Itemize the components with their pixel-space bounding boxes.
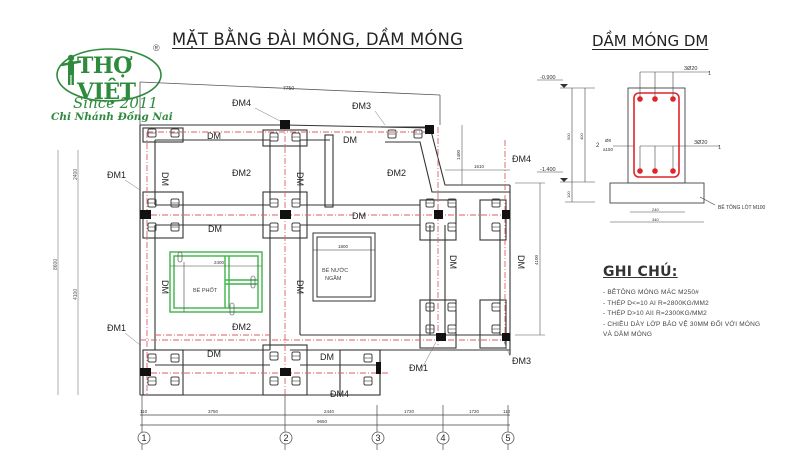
svg-text:1800: 1800 — [338, 244, 349, 249]
svg-text:NGẦM: NGẦM — [325, 275, 342, 282]
registered-mark: ® — [153, 43, 160, 53]
svg-text:340: 340 — [652, 217, 659, 222]
svg-text:500: 500 — [566, 133, 571, 140]
beam-label-dm4-top: ĐM4 — [232, 98, 251, 108]
axis-2: 2 — [283, 433, 288, 443]
brand-name: THỢ VIỆT — [77, 53, 136, 105]
svg-text:110: 110 — [140, 409, 148, 414]
svg-text:110: 110 — [503, 409, 511, 414]
columns — [140, 120, 510, 376]
svg-text:DM: DM — [352, 211, 366, 221]
notes-block: GHI CHÚ: - BÊTÔNG MÓNG MÁC M250# - THÉP … — [603, 264, 800, 341]
note-item: VÀ DẦM MÓNG — [603, 331, 653, 339]
svg-text:DM: DM — [207, 131, 221, 141]
svg-text:2400: 2400 — [214, 260, 225, 265]
svg-text:DM: DM — [448, 255, 458, 269]
brand-logo: ® THỢ VIỆT Since 2011 Chi Nhánh Đồng Nai — [51, 43, 173, 135]
note-item: - CHIỀU DÀY LỚP BẢO VỆ 30MM ĐỐI VỚI MÓNG — [603, 320, 761, 328]
axis-1: 1 — [141, 433, 146, 443]
svg-text:DM: DM — [516, 255, 526, 269]
elevation-top: -0.900 — [540, 75, 556, 81]
svg-text:DM: DM — [207, 349, 221, 359]
stirrup-size: Ø8 — [605, 138, 612, 143]
beam-label-dm1-left-lower: ĐM1 — [107, 323, 126, 333]
svg-text:DM: DM — [343, 135, 357, 145]
svg-text:DM: DM — [208, 224, 222, 234]
svg-text:DM: DM — [160, 172, 170, 186]
svg-text:100: 100 — [566, 191, 571, 198]
beam-label-dm4-bottom: ĐM4 — [330, 389, 349, 399]
plan-title: MẶT BẰNG ĐÀI MÓNG, DẦM MÓNG — [172, 30, 464, 50]
axis-4: 4 — [440, 433, 445, 443]
svg-text:2440: 2440 — [324, 409, 335, 414]
section-title: DẦM MÓNG DM — [592, 32, 709, 50]
axis-3: 3 — [375, 433, 380, 443]
beam-label-dm4-right: ĐM4 — [512, 154, 531, 164]
svg-text:1: 1 — [718, 145, 721, 151]
water-tank — [312, 232, 376, 302]
elevation-bottom: -1.400 — [540, 167, 556, 173]
left-dimension-lines — [57, 150, 79, 395]
beam-label-dm2-mid: ĐM2 — [387, 168, 406, 178]
brand-since: Since 2011 — [73, 94, 158, 112]
beam-label-dm3-bottom: ĐM3 — [512, 356, 531, 366]
piles — [147, 128, 501, 386]
water-tank-label: BỂ NƯỚC — [322, 267, 348, 274]
axis-centerlines — [140, 125, 510, 395]
beam-labels: ĐM4 ĐM3 ĐM1 ĐM1 ĐM2 ĐM2 ĐM2 ĐM4 ĐM1 ĐM3 … — [107, 98, 531, 399]
svg-text:DM: DM — [160, 280, 170, 294]
svg-text:1610: 1610 — [474, 164, 485, 169]
beam-section: -0.900 -1.400 500 400 100 — [537, 66, 766, 223]
svg-text:3750: 3750 — [208, 409, 219, 414]
svg-text:1: 1 — [708, 71, 711, 77]
notes-heading: GHI CHÚ: — [603, 264, 678, 280]
brand-branch: Chi Nhánh Đồng Nai — [51, 111, 173, 123]
top-rebar-label: 3Ø20 — [684, 66, 697, 72]
top-dimension-text: 7750 — [283, 86, 294, 92]
svg-text:1720: 1720 — [404, 409, 415, 414]
beam-label-dm2-lower: ĐM2 — [232, 322, 251, 332]
lean-concrete-label: BÊ TÔNG LÓT M100 — [718, 203, 766, 211]
svg-text:8600: 8600 — [53, 259, 59, 270]
worker-figure-icon — [60, 54, 82, 85]
top-dimension-line — [139, 81, 441, 125]
svg-text:1400: 1400 — [456, 149, 461, 160]
svg-text:4100: 4100 — [73, 289, 79, 300]
beam-label-dm1-bottom: ĐM1 — [409, 363, 428, 373]
bottom-rebar-label: 3Ø20 — [694, 140, 707, 146]
svg-text:4100: 4100 — [534, 254, 539, 265]
svg-text:1720: 1720 — [469, 409, 480, 414]
beam-label-dm1-left: ĐM1 — [107, 170, 126, 180]
stirrup-spacing: a150 — [603, 147, 614, 152]
note-item: - THÉP D>10 AII R=2300KG/MM2 — [603, 310, 707, 318]
svg-text:2: 2 — [596, 143, 600, 149]
logo-ellipse — [56, 48, 162, 102]
svg-text:240: 240 — [652, 207, 659, 212]
svg-text:400: 400 — [579, 133, 584, 140]
septic-tank — [169, 251, 263, 313]
axis-bubbles — [137, 431, 515, 445]
beam-label-dm2: ĐM2 — [232, 168, 251, 178]
axis-5: 5 — [505, 433, 510, 443]
total-dimension: 9650 — [317, 419, 328, 424]
beam-label-dm3-top: ĐM3 — [352, 101, 371, 111]
note-item: - THÉP D<=10 AI R=2800KG/MM2 — [603, 299, 709, 307]
septic-tank-label: BỂ PHỐT — [193, 287, 218, 294]
svg-text:2400: 2400 — [73, 169, 79, 180]
svg-text:DM: DM — [320, 352, 334, 362]
note-item: - BÊTÔNG MÓNG MÁC M250# — [603, 289, 699, 296]
svg-text:DM: DM — [295, 172, 305, 186]
svg-text:DM: DM — [295, 280, 305, 294]
